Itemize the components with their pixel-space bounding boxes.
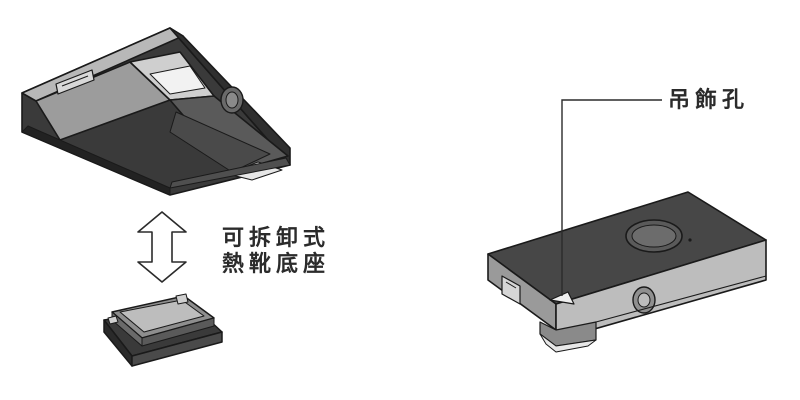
hot-shoe-mount	[103, 293, 223, 367]
indicator-dot-icon	[688, 238, 692, 242]
double-arrow-icon	[137, 211, 187, 283]
device-side-port-icon	[501, 275, 521, 305]
device-top-view	[487, 191, 767, 353]
detachable-mount-label: 可拆卸式 熱靴底座	[222, 226, 330, 278]
detachable-mount-label-line2: 熱靴底座	[222, 252, 331, 277]
detachable-mount-label-line1: 可拆卸式	[222, 226, 331, 251]
device-port-icon	[55, 69, 95, 95]
lanyard-hole-label: 吊飾孔	[668, 88, 750, 113]
lanyard-hole-leader	[561, 99, 662, 296]
lanyard-hole-icon	[549, 291, 575, 305]
device-underside-view	[21, 27, 291, 196]
